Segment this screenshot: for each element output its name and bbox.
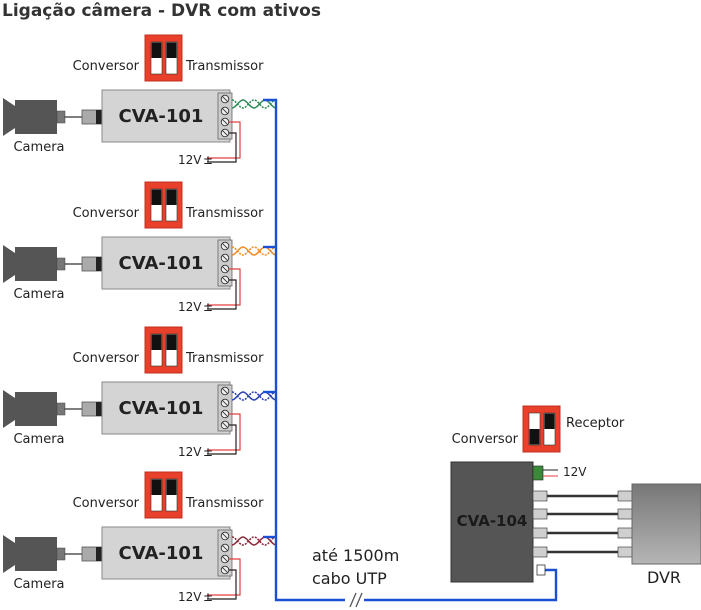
camera-icon [3, 535, 66, 573]
transmitter-mode-label: Transmissor [185, 59, 264, 74]
power-label: 12V [178, 590, 202, 604]
power-sign: ± [203, 445, 213, 459]
camera-icon [3, 245, 66, 283]
cva101-device [101, 236, 231, 290]
cva101-device [101, 526, 231, 580]
camera-label: Camera [13, 432, 64, 447]
cva101-label: CVA-101 [119, 253, 204, 274]
bnc-plug [96, 257, 102, 271]
terminal-block [217, 239, 233, 287]
power-sign: ± [203, 300, 213, 314]
transmitter-mode-label: Transmissor [185, 206, 264, 221]
converter-label: Conversor [73, 496, 140, 511]
transmitter-dip-switch [144, 181, 183, 229]
power-wires [207, 268, 241, 310]
diagram-title: Ligação câmera - DVR com ativos [2, 1, 321, 21]
orange-twisted-pair-icon [231, 246, 277, 256]
cva101-label: CVA-101 [119, 106, 204, 127]
cva104-label: CVA-104 [457, 512, 528, 530]
cable-break-icon [349, 592, 363, 608]
blue-twisted-pair-icon [231, 391, 277, 401]
dvr-label: DVR [647, 568, 681, 587]
receiver-power-terminal [532, 465, 558, 481]
power-label: 12V [178, 300, 202, 314]
power-label: 12V [178, 153, 202, 167]
receiver-utp-port [536, 564, 546, 576]
camera-label: Camera [13, 287, 64, 302]
bnc-plug [96, 110, 102, 124]
power-label: 12V [178, 445, 202, 459]
cva101-device [101, 89, 231, 143]
camera-icon [3, 390, 66, 428]
terminal-block [217, 384, 233, 432]
transmitter-mode-label: Transmissor [185, 351, 264, 366]
power-wires [207, 121, 241, 163]
receiver-power-label: 12V [563, 465, 587, 479]
receiver-dip-switch [522, 405, 561, 453]
transmitter-dip-switch [144, 34, 183, 82]
transmitter-mode-label: Transmissor [185, 496, 264, 511]
terminal-block [217, 92, 233, 140]
green-twisted-pair-icon [231, 99, 277, 109]
brown-twisted-pair-icon [231, 536, 277, 546]
video-outputs [532, 490, 633, 558]
receiver-converter-label: Conversor [452, 432, 519, 447]
bnc-plug [96, 547, 102, 561]
bnc-plug [96, 402, 102, 416]
cable-type-label: cabo UTP [312, 569, 387, 588]
camera-label: Camera [13, 577, 64, 592]
utp-cable: até 1500m cabo UTP [263, 98, 558, 608]
terminal-block [217, 529, 233, 577]
receiver-mode-label: Receptor [566, 416, 625, 431]
cva101-label: CVA-101 [119, 398, 204, 419]
cva101-device [101, 381, 231, 435]
cable-length-label: até 1500m [312, 546, 399, 565]
utp-cable-to-receiver [364, 568, 558, 602]
converter-label: Conversor [73, 206, 140, 221]
camera-label: Camera [13, 140, 64, 155]
camera-icon [3, 98, 66, 136]
dvr-device [631, 483, 701, 565]
cva104-device [450, 461, 534, 583]
power-sign: ± [203, 590, 213, 604]
transmitter-dip-switch [144, 326, 183, 374]
power-sign: ± [203, 153, 213, 167]
converter-label: Conversor [73, 351, 140, 366]
transmitter-dip-switch [144, 471, 183, 519]
utp-cable-trunk [263, 98, 345, 602]
power-wires [207, 558, 241, 600]
cva101-label: CVA-101 [119, 543, 204, 564]
power-wires [207, 413, 241, 455]
converter-label: Conversor [73, 59, 140, 74]
